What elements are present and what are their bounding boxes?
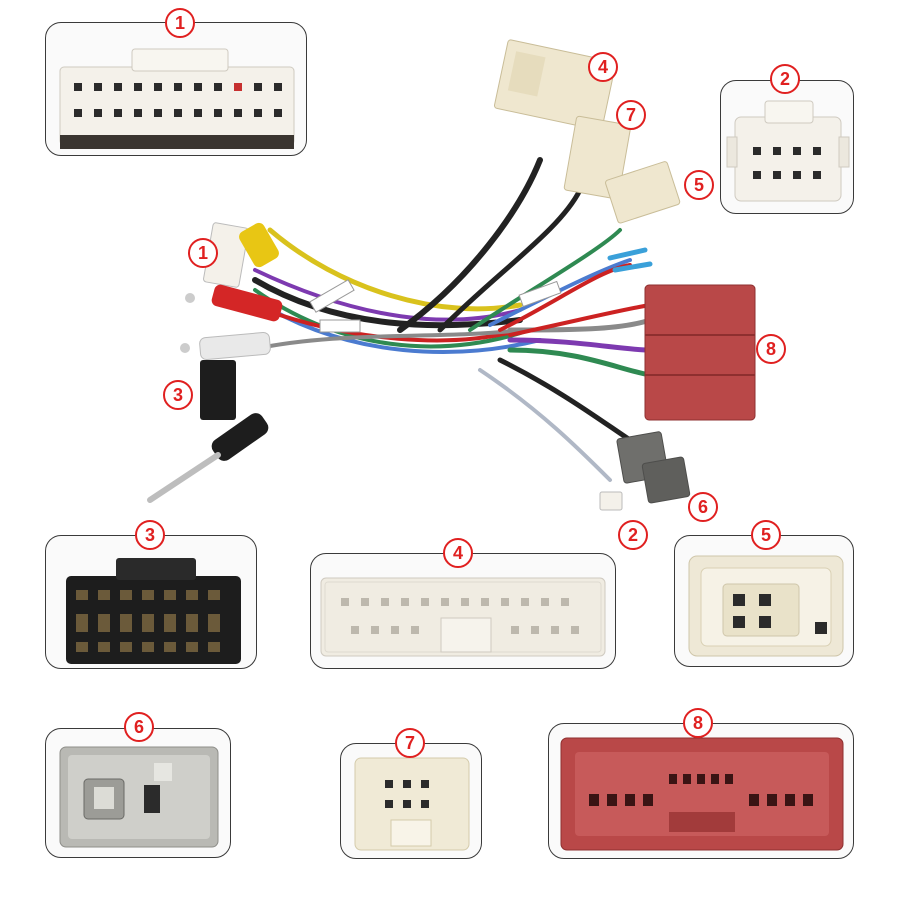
connector-6-badge: 6 — [124, 712, 154, 742]
connector-8-panel — [548, 723, 854, 859]
connector-4-illustration — [320, 577, 606, 657]
connector-4-badge: 4 — [443, 538, 473, 568]
rca-plug-icon — [180, 222, 283, 361]
connector-2-illustration — [726, 100, 850, 202]
harness-badge-3: 3 — [163, 380, 193, 410]
antenna-plug-icon — [147, 413, 269, 503]
connector-7-badge: 7 — [395, 728, 425, 758]
connector-8-illustration — [560, 737, 844, 851]
harness-badge-8: 8 — [756, 334, 786, 364]
connector-1-panel — [45, 22, 307, 156]
harness-connector-5 — [605, 161, 681, 224]
wire-bundle — [248, 157, 653, 482]
wire-tag — [309, 279, 355, 313]
connector-5-badge: 5 — [751, 520, 781, 550]
connector-3-illustration — [66, 558, 241, 664]
connector-2-badge: 2 — [770, 64, 800, 94]
harness-badge-2: 2 — [618, 520, 648, 550]
connector-8-badge: 8 — [683, 708, 713, 738]
harness-connector-3 — [200, 360, 236, 420]
connector-1-badge: 1 — [165, 8, 195, 38]
harness-badge-1: 1 — [188, 238, 218, 268]
connector-5-panel — [674, 535, 854, 667]
blue-terminal-leads — [607, 247, 653, 273]
harness-badge-7: 7 — [616, 100, 646, 130]
wiring-harness — [147, 39, 756, 511]
connector-6-illustration — [59, 746, 219, 848]
wire-tag — [518, 280, 562, 308]
harness-connector-4 — [493, 39, 617, 131]
connector-2-panel — [720, 80, 854, 214]
harness-connector-8 — [644, 284, 756, 421]
harness-badge-4: 4 — [588, 52, 618, 82]
wire-tag — [319, 319, 361, 333]
connector-1-illustration — [59, 48, 295, 149]
connector-3-badge: 3 — [135, 520, 165, 550]
connector-5-illustration — [688, 555, 844, 657]
harness-badge-6: 6 — [688, 492, 718, 522]
harness-connector-6 — [616, 431, 691, 504]
connector-7-illustration — [354, 757, 470, 851]
connector-4-panel — [310, 553, 616, 669]
connector-7-panel — [340, 743, 482, 859]
harness-badge-5: 5 — [684, 170, 714, 200]
connector-6-panel — [45, 728, 231, 858]
connector-3-panel — [45, 535, 257, 669]
harness-connector-2 — [599, 491, 623, 511]
